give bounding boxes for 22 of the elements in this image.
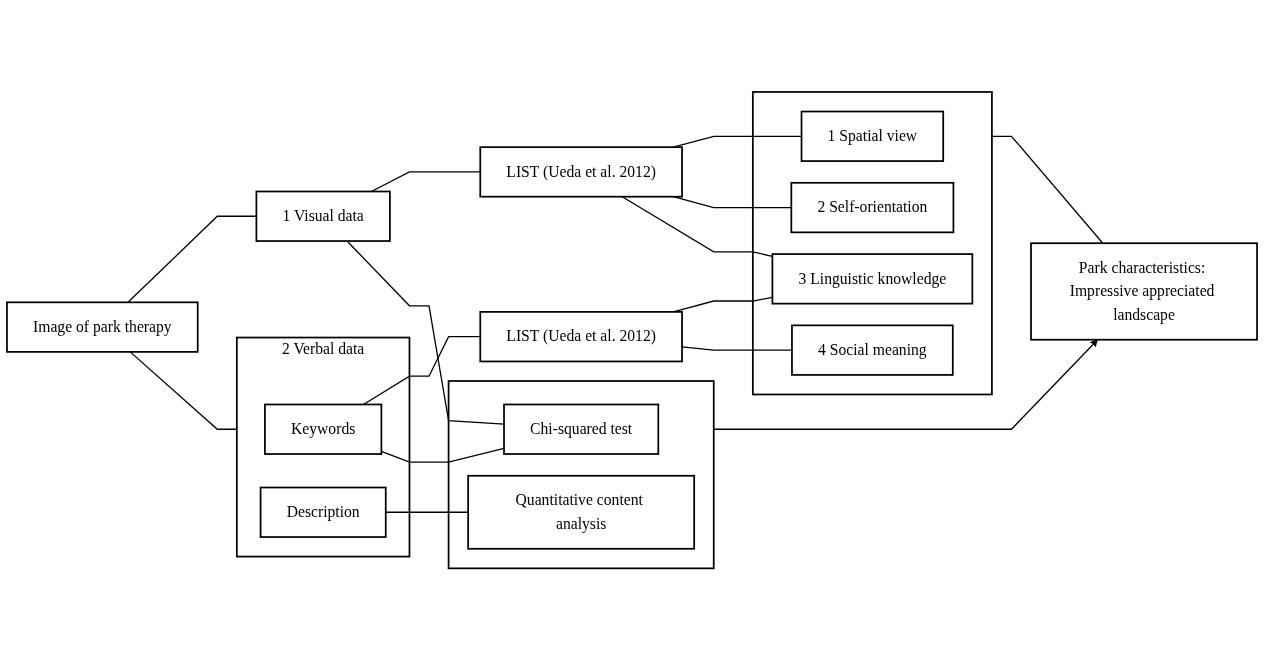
node-box: Image of park therapy — [6, 301, 199, 354]
node-box: 4 Social meaning — [791, 324, 954, 377]
connector — [385, 511, 469, 514]
node-box: 3 Linguistic knowledge — [771, 253, 974, 305]
connector — [370, 171, 481, 193]
node-box: LIST (Ueda et al. 2012) — [479, 146, 683, 198]
node-box: 1 Spatial view — [800, 111, 945, 163]
node-box: 1 Visual data — [255, 190, 391, 243]
cluster — [447, 380, 715, 570]
connector — [991, 136, 1104, 245]
node-box: LIST (Ueda et al. 2012) — [479, 311, 683, 363]
node-box: Description — [259, 486, 387, 539]
cluster — [752, 91, 993, 396]
node-box: Quantitative content analysis — [467, 475, 696, 550]
connector — [346, 240, 505, 426]
arrow — [713, 339, 1098, 431]
connector — [129, 351, 238, 431]
node-box: Chi-squared test — [503, 403, 660, 456]
node-box: Keywords — [264, 403, 383, 456]
connector — [362, 336, 481, 406]
node-box: 2 Self-orientation — [790, 182, 955, 234]
node-box: Park characteristics: Impressive appreciated landscape — [1030, 242, 1258, 341]
